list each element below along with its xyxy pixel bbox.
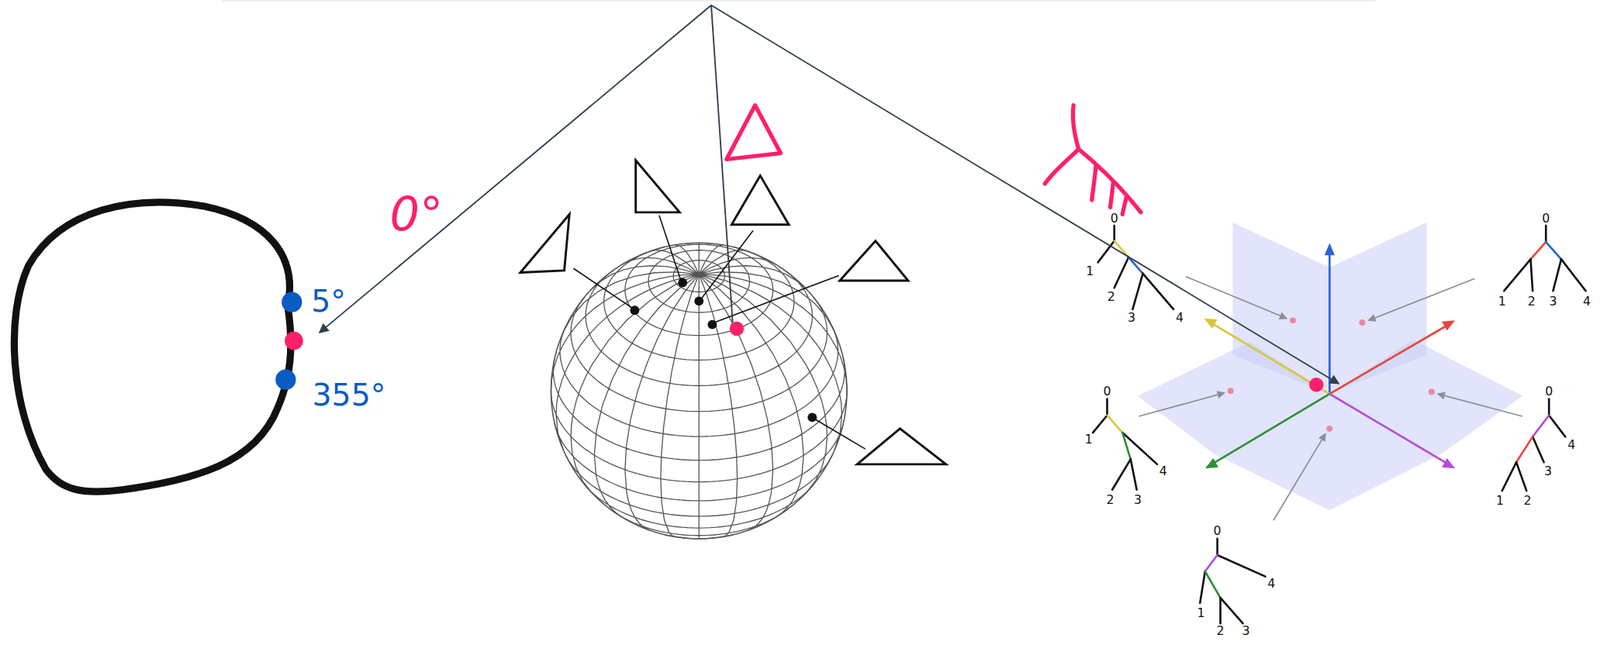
tree-edge bbox=[1548, 399, 1551, 416]
leaf-label: 1 bbox=[1197, 607, 1206, 620]
leaf-label: 3 bbox=[1544, 465, 1552, 478]
tree-edge bbox=[1552, 259, 1562, 291]
pink-tree-glyph bbox=[1044, 105, 1141, 215]
blue-point bbox=[281, 292, 302, 313]
sphere-dots bbox=[629, 278, 817, 423]
tree-edge bbox=[1130, 459, 1137, 490]
leaf-label: 1 bbox=[1496, 494, 1504, 508]
tree-edge bbox=[1112, 459, 1131, 490]
leaf-label: 4 bbox=[1159, 465, 1168, 478]
leaf-label: 1 bbox=[1085, 433, 1093, 446]
tree-leaders bbox=[1138, 276, 1523, 521]
tree-edge bbox=[1216, 539, 1219, 556]
tree-space-axes bbox=[1204, 242, 1456, 469]
pink-point bbox=[729, 321, 744, 336]
leaf-label: 0 bbox=[1213, 525, 1222, 539]
tree-edge bbox=[1143, 273, 1174, 310]
leaf-label: 3 bbox=[1127, 312, 1136, 325]
angle-label: 0° bbox=[389, 190, 443, 239]
tree-edge bbox=[1516, 436, 1533, 463]
tree-edge bbox=[1532, 415, 1549, 438]
blue-point bbox=[275, 369, 296, 391]
border-line bbox=[222, 0, 1376, 1]
leaf-label: 1 bbox=[1498, 296, 1507, 309]
apex-lines bbox=[319, 5, 1339, 384]
leaf-label: 4 bbox=[1267, 577, 1276, 591]
angle-label: 355° bbox=[311, 380, 386, 412]
tree-edge bbox=[1107, 415, 1124, 433]
leaf-label: 2 bbox=[1527, 296, 1536, 309]
pink-point bbox=[1309, 377, 1324, 392]
angle-label: 5° bbox=[311, 286, 346, 318]
tree-edge bbox=[1548, 415, 1566, 438]
leaf-label: 2 bbox=[1216, 625, 1225, 639]
tree-edge bbox=[1545, 241, 1562, 260]
leader-lines bbox=[573, 215, 865, 450]
sphere-outline bbox=[550, 242, 847, 540]
leaf-label: 3 bbox=[1548, 296, 1557, 309]
tree-edge bbox=[1205, 571, 1221, 598]
tree-edge bbox=[1220, 597, 1244, 624]
leaf-label: 4 bbox=[1567, 438, 1576, 452]
tree-edge bbox=[1128, 257, 1143, 274]
pink-triangle bbox=[726, 105, 781, 160]
tree-edge bbox=[1105, 399, 1109, 416]
tree-edge bbox=[1561, 259, 1587, 291]
tree-edge bbox=[1205, 555, 1218, 572]
leaf-label: 1 bbox=[1085, 265, 1094, 278]
tree-edge bbox=[1114, 257, 1129, 288]
leaf-label: 0 bbox=[1541, 212, 1550, 225]
trees bbox=[1092, 225, 1586, 624]
tree-edge bbox=[1516, 462, 1527, 491]
leaf-label: 0 bbox=[1103, 385, 1112, 398]
pink-point bbox=[284, 331, 304, 351]
tree-edge bbox=[1532, 436, 1544, 463]
leaf-label: 4 bbox=[1582, 296, 1591, 309]
tree-edge bbox=[1503, 259, 1531, 291]
sphere bbox=[550, 242, 847, 540]
tree-edge bbox=[1092, 415, 1107, 433]
tree-space-planes bbox=[1137, 222, 1523, 511]
leaf-label: 0 bbox=[1544, 385, 1553, 398]
tree-edge bbox=[1530, 259, 1534, 291]
triangles bbox=[520, 160, 947, 465]
leaf-label: 3 bbox=[1133, 494, 1142, 507]
leaf-label: 2 bbox=[1107, 290, 1116, 304]
tree-edge bbox=[1132, 273, 1143, 310]
tree-edge bbox=[1122, 432, 1131, 460]
tree-edge bbox=[1502, 462, 1517, 491]
leaf-label: 2 bbox=[1105, 494, 1114, 507]
tree-edge bbox=[1544, 225, 1548, 242]
tree-edge bbox=[1199, 571, 1206, 604]
leaf-label: 2 bbox=[1523, 494, 1532, 508]
tree-edge bbox=[1112, 225, 1116, 242]
tree-edge bbox=[1217, 555, 1266, 578]
leaf-label: 3 bbox=[1241, 625, 1250, 639]
sphere-grid bbox=[550, 242, 847, 540]
leaf-label: 0 bbox=[1110, 212, 1119, 225]
tree-edge bbox=[1530, 241, 1547, 260]
leaf-label: 4 bbox=[1175, 312, 1184, 325]
circle-space bbox=[13, 202, 291, 492]
tree-edge bbox=[1122, 432, 1158, 465]
tree-edge bbox=[1219, 597, 1222, 624]
